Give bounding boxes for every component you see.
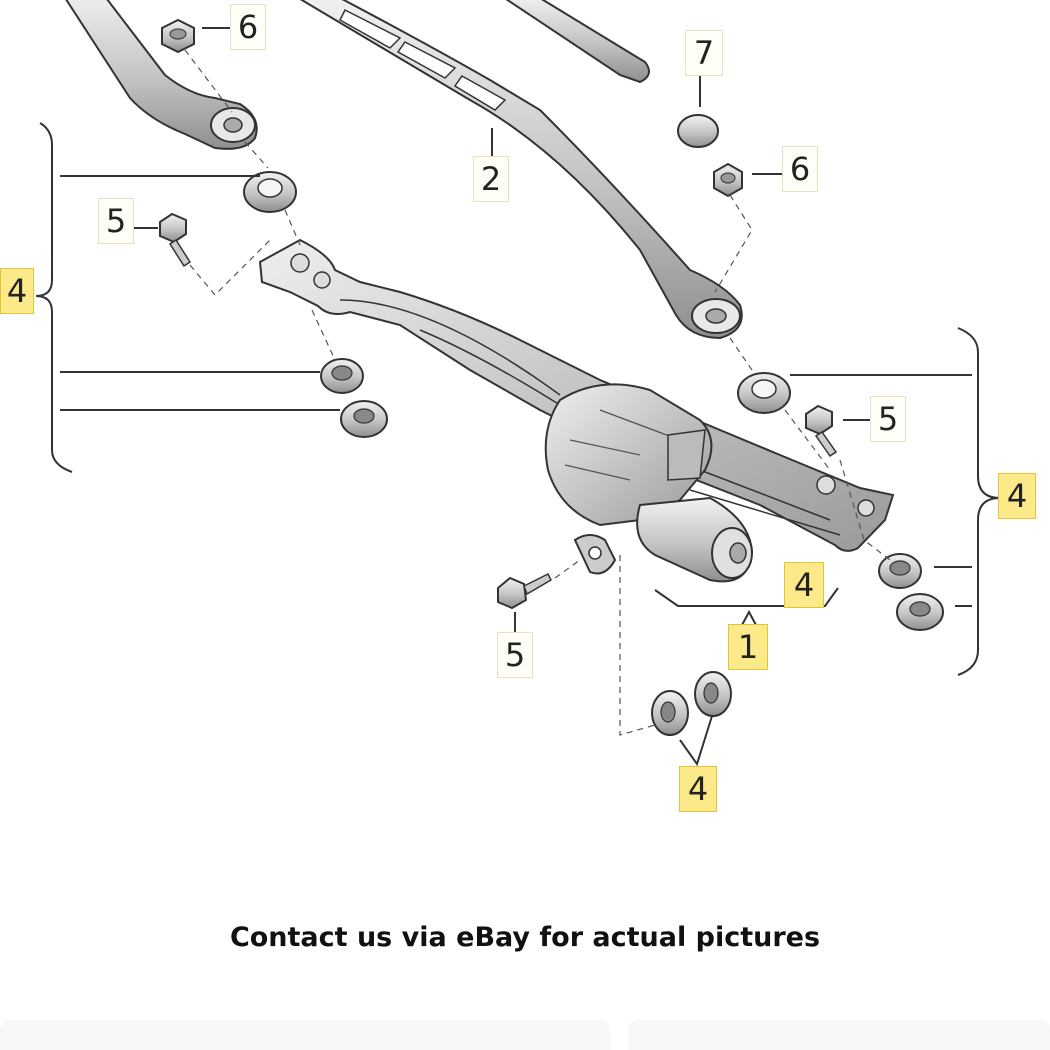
callout-7: 7	[685, 30, 723, 76]
grommet-left-upper	[243, 171, 297, 213]
cap-7	[677, 114, 719, 148]
bolt-5-bottom	[497, 572, 552, 610]
wiper-motor	[544, 383, 754, 583]
nut-6-top	[161, 18, 195, 54]
callout-4-motor: 4	[784, 562, 824, 608]
bushing-bottom-1	[651, 690, 689, 736]
callout-2: 2	[473, 156, 509, 202]
callout-1: 1	[728, 624, 768, 670]
right-wiper-arm	[299, 0, 743, 340]
callout-6-right: 6	[782, 146, 818, 192]
callout-4-bottom: 4	[679, 766, 717, 812]
grommet-right-upper	[737, 372, 791, 414]
dashed-lines	[184, 49, 891, 736]
footer-text: Contact us via eBay for actual pictures	[229, 922, 821, 953]
left-wiper-arm	[65, 0, 258, 150]
bushing-left-1	[320, 358, 364, 394]
callout-5-right: 5	[870, 396, 906, 442]
bolt-5-right	[805, 404, 838, 458]
callout-4-left: 4	[0, 268, 34, 314]
callout-5-bottom: 5	[497, 632, 533, 678]
wiper-blade	[505, 0, 650, 84]
callout-5-left: 5	[98, 198, 134, 244]
bushing-bottom-2	[694, 671, 732, 717]
bushing-right-1	[878, 553, 922, 589]
bottom-panel-right	[628, 1020, 1050, 1050]
bushing-right-2	[896, 593, 944, 631]
bushing-left-2	[340, 400, 388, 438]
callout-4-right: 4	[998, 473, 1036, 519]
nut-6-right	[713, 162, 743, 198]
bolt-5-left	[159, 212, 192, 268]
callout-6-top: 6	[230, 4, 266, 50]
bottom-panel-left	[0, 1020, 610, 1050]
